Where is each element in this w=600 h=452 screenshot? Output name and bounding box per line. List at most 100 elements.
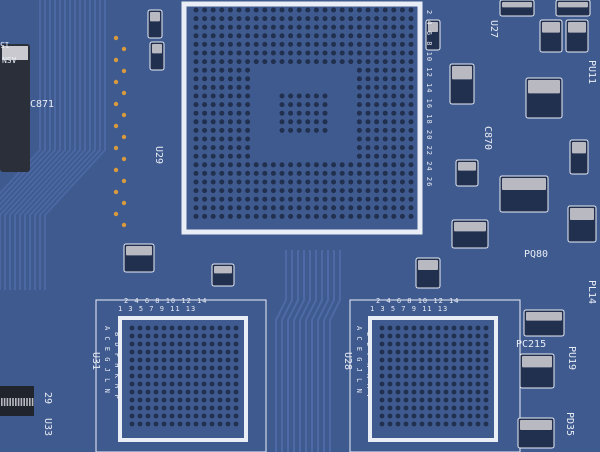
solder-ball [233, 349, 239, 355]
solder-ball [322, 188, 328, 194]
solder-ball [411, 325, 417, 331]
solder-ball [435, 381, 441, 387]
solder-ball [227, 50, 233, 56]
solder-ball [219, 188, 225, 194]
solder-ball [217, 325, 223, 331]
ball-grid [193, 7, 414, 219]
solder-ball [153, 365, 159, 371]
solder-ball [201, 397, 207, 403]
solder-ball [411, 349, 417, 355]
solder-ball [313, 102, 319, 108]
solder-ball [322, 24, 328, 30]
solder-ball [339, 188, 345, 194]
solder-ball [399, 110, 405, 116]
solder-ball [193, 196, 199, 202]
solder-ball [408, 153, 414, 159]
solder-ball [399, 102, 405, 108]
solder-ball [374, 110, 380, 116]
solder-ball [374, 196, 380, 202]
solder-ball [427, 357, 433, 363]
solder-ball [169, 365, 175, 371]
solder-ball [391, 102, 397, 108]
solder-ball [467, 405, 473, 411]
label-pu19: PU19 [566, 346, 577, 371]
solder-ball [339, 162, 345, 168]
solder-ball [483, 373, 489, 379]
trace-bundle-center [275, 250, 341, 452]
solder-ball [459, 381, 465, 387]
solder-ball [193, 76, 199, 82]
solder-ball [279, 24, 285, 30]
solder-ball [227, 24, 233, 30]
solder-ball [331, 33, 337, 39]
solder-ball [161, 381, 167, 387]
solder-ball [475, 413, 481, 419]
solder-ball [236, 136, 242, 142]
solder-ball [253, 179, 259, 185]
solder-ball [443, 333, 449, 339]
solder-ball [245, 84, 251, 90]
solder-ball [219, 7, 225, 13]
solder-ball [169, 413, 175, 419]
solder-ball [161, 357, 167, 363]
solder-ball [313, 33, 319, 39]
solder-ball [419, 333, 425, 339]
solder-ball [391, 196, 397, 202]
solder-ball [225, 421, 231, 427]
solder-ball [236, 24, 242, 30]
component-pad-8 [502, 2, 532, 8]
solder-ball [374, 41, 380, 47]
solder-ball [356, 188, 362, 194]
solder-ball [391, 213, 397, 219]
solder-ball [399, 127, 405, 133]
solder-ball [161, 349, 167, 355]
solder-ball [202, 153, 208, 159]
solder-ball [202, 213, 208, 219]
ic-u33 [0, 386, 34, 416]
solder-ball [225, 413, 231, 419]
solder-ball [177, 421, 183, 427]
solder-ball [382, 213, 388, 219]
solder-ball [219, 196, 225, 202]
solder-ball [279, 7, 285, 13]
solder-ball [419, 373, 425, 379]
solder-ball [395, 341, 401, 347]
solder-ball [270, 213, 276, 219]
solder-ball [374, 16, 380, 22]
solder-ball [339, 16, 345, 22]
solder-ball [253, 162, 259, 168]
solder-ball [288, 119, 294, 125]
solder-ball [451, 349, 457, 355]
solder-ball [137, 421, 143, 427]
capacitor-c871-cap [2, 46, 28, 60]
component-pad-1 [152, 44, 162, 54]
solder-ball [435, 389, 441, 395]
solder-ball [387, 405, 393, 411]
solder-ball [217, 357, 223, 363]
solder-ball [193, 24, 199, 30]
solder-ball [391, 170, 397, 176]
label-15: 15 [0, 40, 10, 49]
solder-ball [288, 50, 294, 56]
solder-ball [210, 213, 216, 219]
solder-ball [177, 341, 183, 347]
solder-ball [374, 76, 380, 82]
solder-ball [365, 127, 371, 133]
solder-ball [382, 33, 388, 39]
solder-ball [356, 119, 362, 125]
component-pad-7 [454, 222, 486, 232]
solder-ball [395, 365, 401, 371]
solder-ball [219, 162, 225, 168]
solder-ball [262, 59, 268, 65]
solder-ball [253, 24, 259, 30]
solder-ball [227, 205, 233, 211]
solder-ball [399, 188, 405, 194]
solder-ball [161, 341, 167, 347]
solder-ball [296, 196, 302, 202]
solder-ball [387, 333, 393, 339]
solder-ball [403, 389, 409, 395]
solder-ball [435, 421, 441, 427]
solder-ball [408, 41, 414, 47]
solder-ball [427, 373, 433, 379]
solder-ball [236, 59, 242, 65]
